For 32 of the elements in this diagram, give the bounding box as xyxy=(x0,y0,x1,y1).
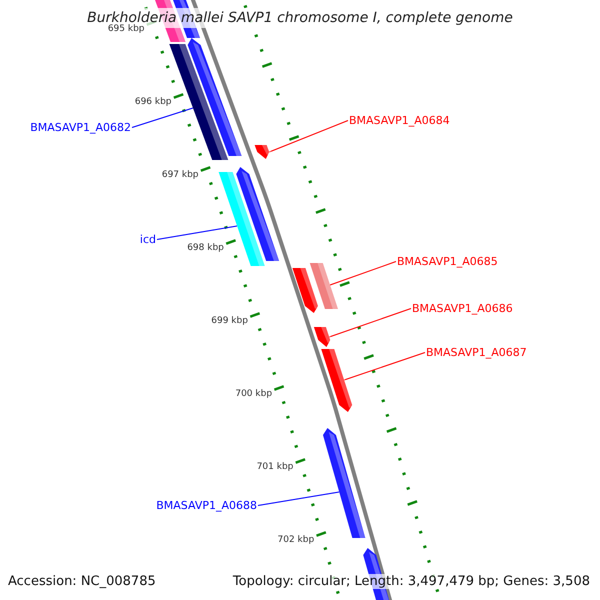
leader-line xyxy=(156,226,238,240)
scale-label: 698 kbp xyxy=(187,243,224,254)
gene-bar xyxy=(254,145,272,159)
leader-line xyxy=(268,120,348,152)
gene-bar xyxy=(321,349,354,412)
scale-label: 699 kbp xyxy=(211,316,248,327)
gene-bar xyxy=(314,327,332,347)
gene-bar xyxy=(322,428,366,538)
gene-label: BMASAVP1_A0682 xyxy=(30,121,131,134)
leader-line xyxy=(344,352,426,380)
scale-label: 696 kbp xyxy=(134,97,172,108)
gene-bar xyxy=(236,167,280,261)
leader-line xyxy=(328,308,412,338)
footer-text: Accession: NC_008785 xyxy=(8,574,156,589)
gene-label: BMASAVP1_A0686 xyxy=(412,302,513,315)
leader-line xyxy=(258,492,340,506)
gene-label: BMASAVP1_A0684 xyxy=(349,114,450,127)
gene-label: BMASAVP1_A0685 xyxy=(397,255,498,268)
leader-line xyxy=(132,108,194,128)
gene-label: icd xyxy=(140,233,156,246)
leader-line xyxy=(330,261,396,286)
scale-label: 695 kbp xyxy=(108,24,145,35)
gene-bar xyxy=(310,263,338,309)
gene-bar xyxy=(169,44,228,160)
gene-label: BMASAVP1_A0687 xyxy=(426,346,527,359)
scale-label: 702 kbp xyxy=(278,535,314,546)
gene-label: BMASAVP1_A0688 xyxy=(156,499,257,512)
gene-bar xyxy=(292,268,320,313)
scale-label: 697 kbp xyxy=(162,170,199,181)
scale-label: 701 kbp xyxy=(256,462,294,473)
gene-bar xyxy=(188,38,242,156)
scale-label: 700 kbp xyxy=(235,389,272,400)
